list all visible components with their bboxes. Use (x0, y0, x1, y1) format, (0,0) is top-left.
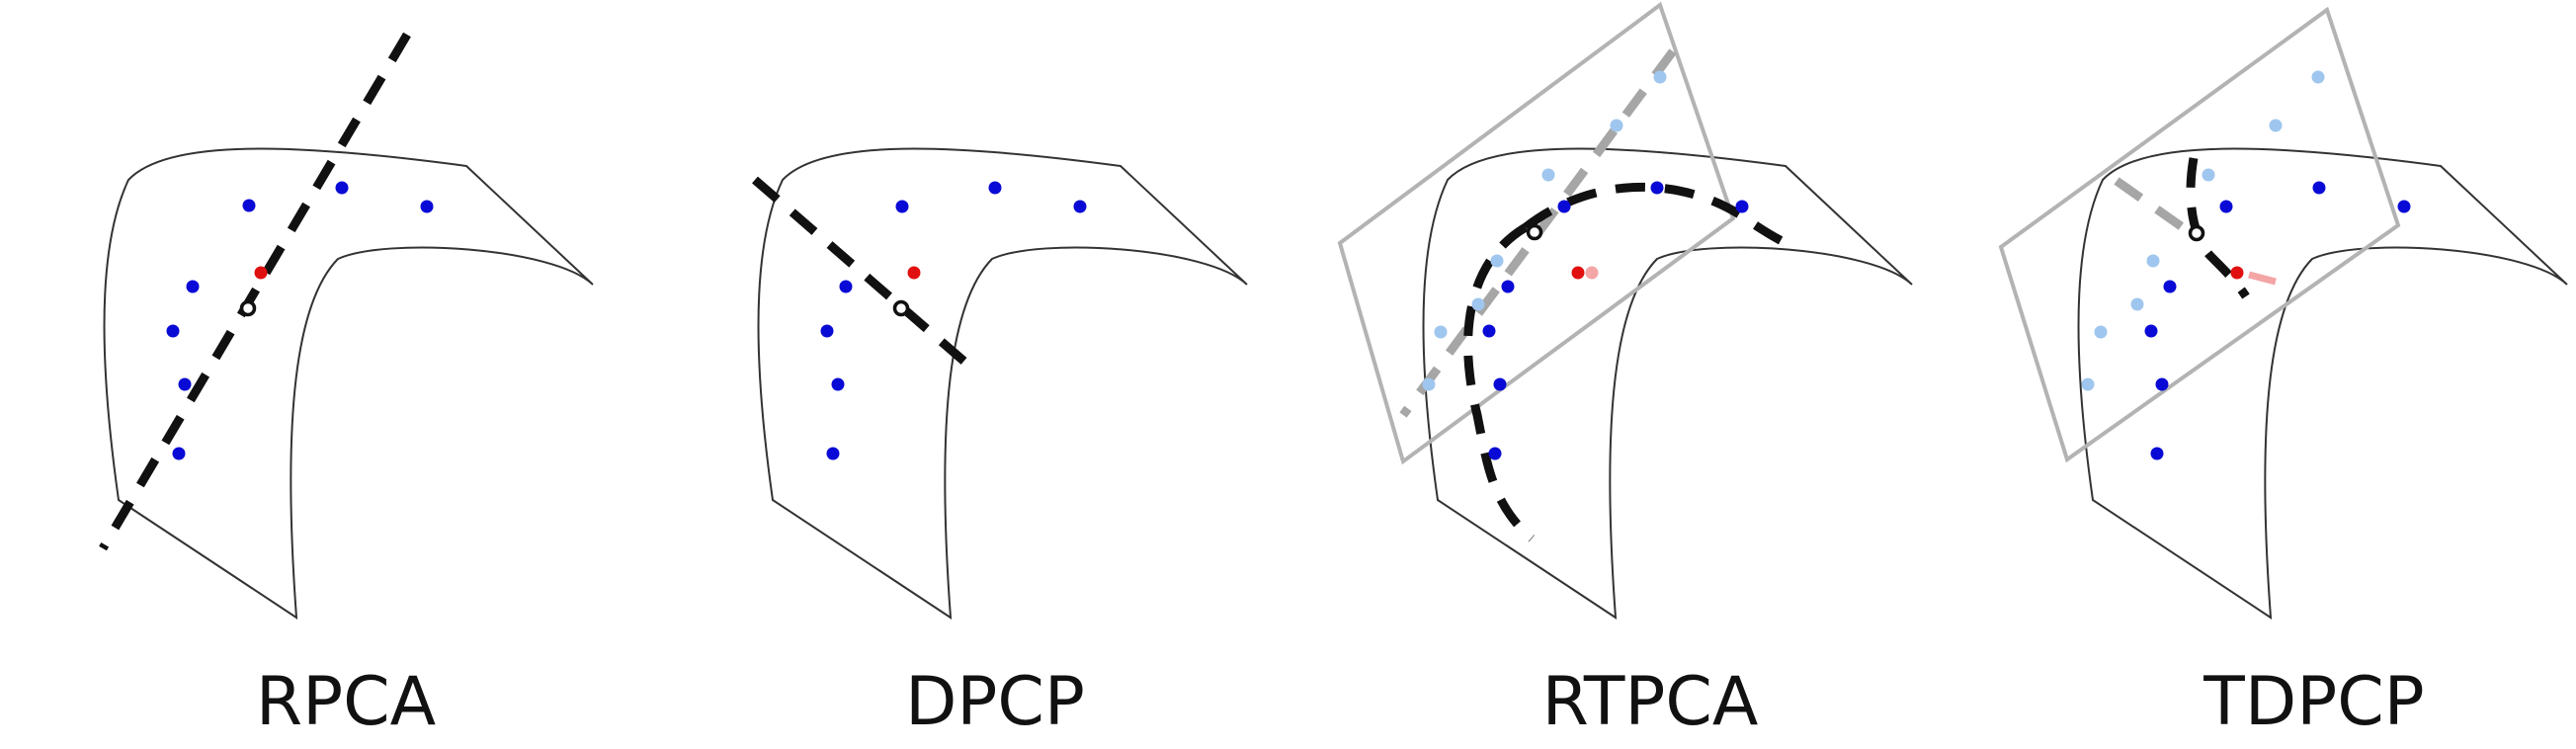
projected-inlier-point (1434, 325, 1448, 339)
inlier-point (831, 377, 845, 391)
inlier-point (1501, 280, 1515, 293)
inlier-point (178, 377, 192, 391)
inlier-point (2219, 200, 2233, 213)
inlier-point (242, 199, 256, 212)
outlier-projection-segment (2248, 271, 2277, 286)
base-point (239, 299, 257, 317)
inlier-point (2397, 200, 2411, 213)
projected-inlier-point (1653, 70, 1667, 84)
projected-inlier-point (1471, 297, 1485, 311)
tangent-plane (1337, 1, 1736, 465)
projected-inlier-point (1610, 119, 1623, 132)
base-point (1526, 223, 1543, 241)
inlier-point (1650, 181, 1664, 195)
inlier-point (1488, 447, 1502, 460)
inlier-point (2144, 324, 2158, 338)
projected-outlier-point (1585, 266, 1599, 280)
inlier-point (2312, 181, 2326, 195)
inlier-point (2155, 377, 2169, 391)
panel-rtpca: RTPCA (1337, 1, 1913, 741)
projected-inlier-point (1490, 254, 1504, 268)
panel-dpcp: DPCP (752, 147, 1248, 741)
panel-label-dpcp: DPCP (905, 663, 1085, 741)
inlier-point (839, 280, 853, 293)
dpcp-normal-line (752, 176, 981, 377)
geodesic-normal-curve (2186, 157, 2250, 299)
projected-inlier-point (1422, 377, 1436, 391)
inlier-point (988, 181, 1002, 195)
inlier-point (420, 200, 434, 213)
inlier-point (1735, 200, 1749, 213)
projected-inlier-point (2081, 377, 2095, 391)
projected-inlier-point (2202, 168, 2215, 182)
geodesic-curve (1463, 223, 1535, 542)
inlier-points (2144, 181, 2411, 460)
inlier-point (2150, 447, 2164, 460)
base-point (892, 299, 910, 317)
inlier-point (1493, 377, 1507, 391)
tangent-normal-line (2114, 177, 2197, 239)
panel-tdpcp: TDPCP (1998, 6, 2568, 741)
projected-inlier-point (2130, 297, 2144, 311)
projected-inlier-point (2269, 119, 2283, 132)
panel-label-tdpcp: TDPCP (2202, 663, 2424, 741)
panel-label-rtpca: RTPCA (1542, 663, 1759, 741)
inlier-point (1073, 200, 1087, 213)
base-point (2188, 224, 2205, 242)
outlier-point (2230, 266, 2244, 280)
projected-inlier-points (2081, 70, 2325, 391)
pca-fit-line (99, 32, 411, 551)
inlier-point (1482, 324, 1496, 338)
tangent-plane (1998, 6, 2401, 463)
outlier-point (1571, 266, 1585, 280)
inlier-point (335, 181, 349, 195)
inlier-points (820, 181, 1087, 460)
projected-inlier-point (2146, 254, 2160, 268)
outlier-point (254, 266, 268, 280)
inlier-point (186, 280, 200, 293)
geodesic-curve (1523, 182, 1796, 252)
inlier-points (1482, 181, 1749, 460)
panel-rpca: RPCA (99, 32, 594, 741)
inlier-points (166, 181, 434, 460)
outlier-point (907, 266, 921, 280)
projected-inlier-point (2311, 70, 2325, 84)
manifold-outline (2077, 147, 2568, 619)
panel-label-rpca: RPCA (256, 663, 436, 741)
inlier-point (820, 324, 834, 338)
inlier-point (2163, 280, 2177, 293)
inlier-point (172, 447, 186, 460)
inlier-point (895, 200, 909, 213)
projected-inlier-point (1541, 168, 1555, 182)
projected-inlier-point (2094, 325, 2108, 339)
inlier-point (826, 447, 840, 460)
inlier-point (1557, 200, 1571, 213)
manifold-outline (103, 147, 594, 619)
projected-inlier-points (1422, 70, 1667, 391)
inlier-point (166, 324, 180, 338)
